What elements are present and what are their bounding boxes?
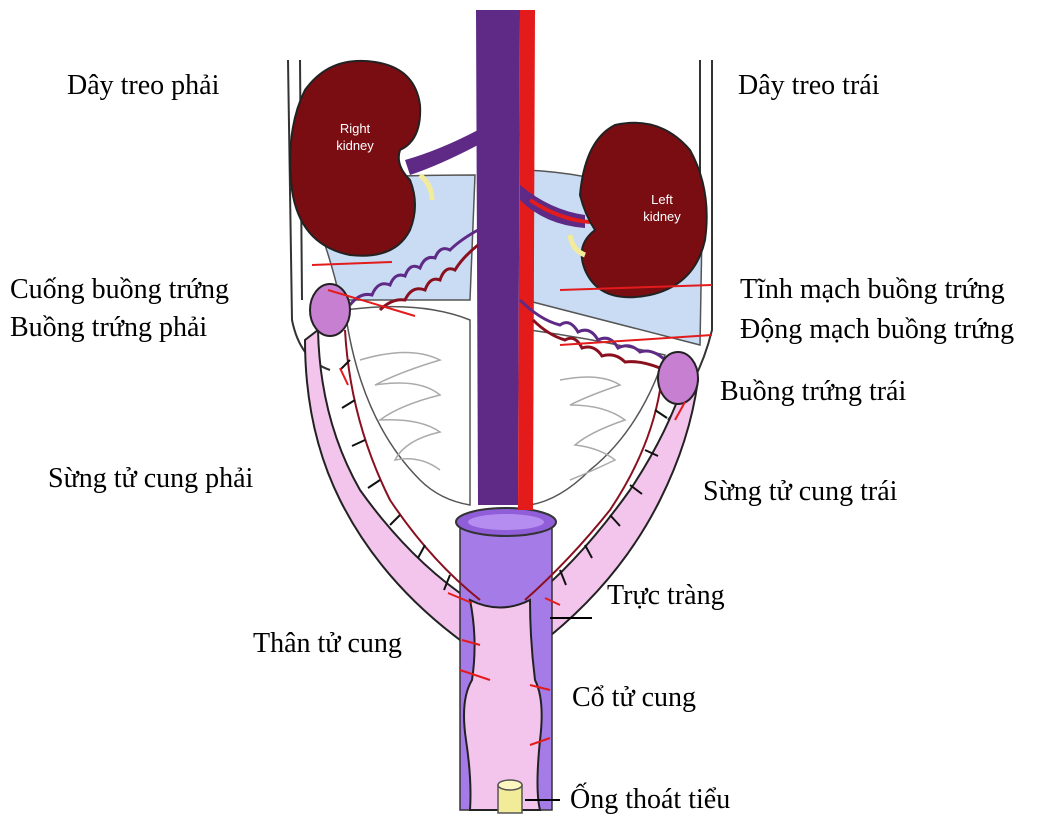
right-renal-vein xyxy=(405,130,478,175)
right-kidney-label-2: kidney xyxy=(336,138,374,153)
label-left-ovary: Buồng trứng trái xyxy=(720,378,906,406)
left-kidney-label-1: Left xyxy=(651,192,673,207)
right-kidney: Right kidney xyxy=(290,61,420,256)
vena-cava xyxy=(476,10,520,505)
label-right-ovary: Buồng trứng phải xyxy=(10,314,207,342)
label-uterine-body: Thân tử cung xyxy=(253,630,402,658)
label-cervix: Cổ tử cung xyxy=(572,684,696,712)
left-kidney: Left kidney xyxy=(580,123,707,297)
uterine-body xyxy=(464,600,542,810)
aorta xyxy=(518,10,535,510)
label-suspensory-left: Dây treo trái xyxy=(738,72,880,100)
label-suspensory-right: Dây treo phải xyxy=(67,72,219,100)
right-kidney-label-1: Right xyxy=(340,121,371,136)
left-kidney-label-2: kidney xyxy=(643,209,681,224)
label-right-horn: Sừng tử cung phải xyxy=(48,465,253,493)
label-left-horn: Sừng tử cung trái xyxy=(703,478,897,506)
label-ovarian-vein: Tĩnh mạch buồng trứng xyxy=(740,276,1005,304)
label-ovarian-artery: Động mạch buồng trứng xyxy=(740,316,1014,344)
left-ovary xyxy=(658,352,698,404)
label-rectum: Trực tràng xyxy=(607,582,725,610)
urethra-tube xyxy=(498,780,522,813)
right-ovary xyxy=(310,284,350,336)
label-urethra: Ống thoát tiểu xyxy=(570,786,730,814)
label-ovarian-pedicle: Cuống buồng trứng xyxy=(10,276,229,304)
